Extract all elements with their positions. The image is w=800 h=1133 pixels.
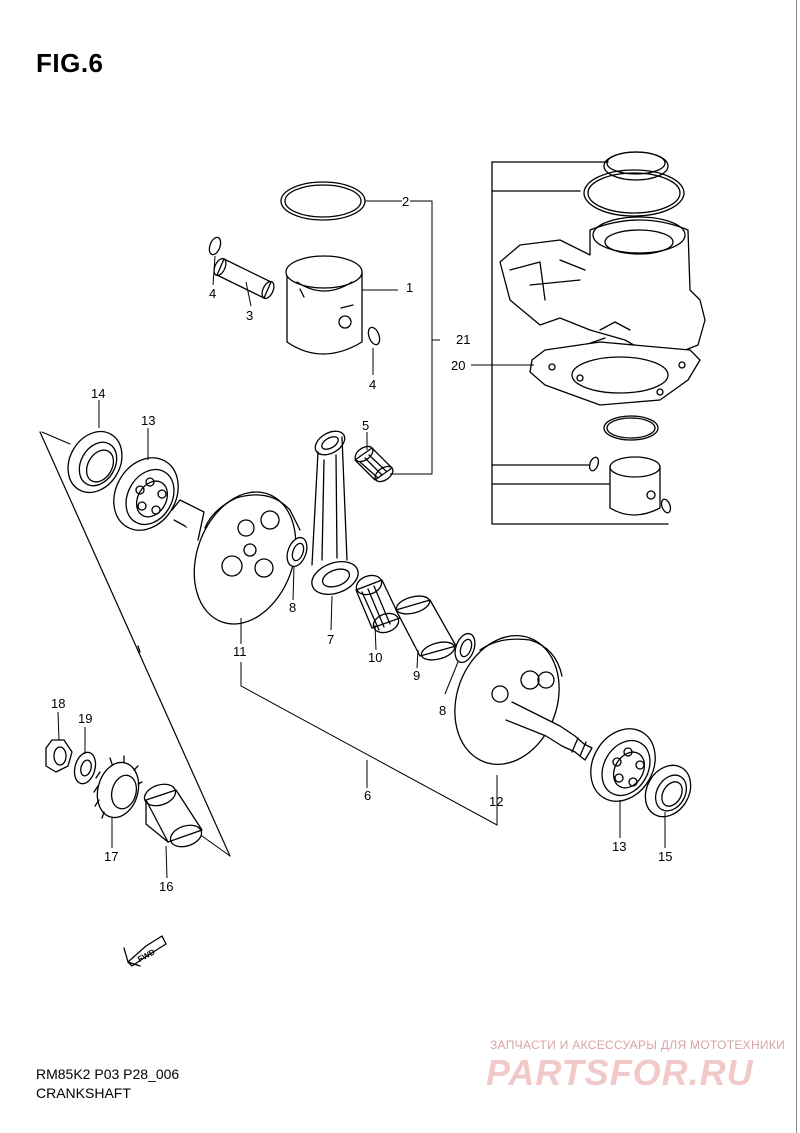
crank-half-left-part	[171, 491, 301, 625]
page-border	[796, 0, 797, 1133]
callout-20: 20	[451, 358, 465, 373]
washer-part	[73, 751, 97, 785]
callout-19: 19	[78, 711, 92, 726]
figure-code: RM85K2 P03 P28_006	[36, 1066, 180, 1082]
leader-lines	[57, 200, 666, 879]
thrust-washer-right-part	[454, 632, 476, 664]
callout-16: 16	[159, 879, 173, 894]
figure-caption: CRANKSHAFT	[36, 1085, 131, 1101]
bearing-right-part	[590, 728, 656, 802]
callout-1: 1	[406, 280, 413, 295]
callout-18: 18	[51, 696, 65, 711]
callout-11: 11	[233, 644, 247, 659]
connecting-rod-part	[311, 430, 359, 595]
circlip-upper-part	[208, 236, 222, 256]
callout-2: 2	[402, 194, 409, 209]
callout-12: 12	[489, 794, 503, 809]
oil-seal-right-part	[644, 764, 692, 818]
circlip-lower-part	[367, 326, 381, 346]
callout-17: 17	[104, 849, 118, 864]
callout-13-left: 13	[141, 413, 155, 428]
callout-14: 14	[91, 386, 105, 401]
callout-15: 15	[658, 849, 672, 864]
nut-part	[45, 739, 73, 773]
callout-8-left: 8	[289, 600, 296, 615]
callout-4-upper: 4	[209, 286, 216, 301]
callout-4-lower: 4	[369, 377, 376, 392]
thrust-washer-left-part	[286, 536, 308, 568]
bearing-left-part	[113, 457, 179, 531]
small-end-bearing-part	[354, 445, 394, 483]
oil-seal-left-part	[67, 430, 123, 494]
cylinder-kit-part	[491, 151, 706, 525]
callout-13-right: 13	[612, 839, 626, 854]
callout-6: 6	[364, 788, 371, 803]
crank-pin-part	[395, 595, 457, 661]
callout-5: 5	[362, 418, 369, 433]
assembly-axis-line	[39, 431, 231, 857]
callout-10: 10	[368, 650, 382, 665]
callout-9: 9	[413, 668, 420, 683]
piston-part	[285, 255, 363, 355]
figure-title: FIG.6	[36, 48, 104, 78]
watermark-logo: PARTSFOR.RU	[486, 1052, 754, 1093]
callout-3: 3	[246, 308, 253, 323]
piston-ring-part	[280, 181, 366, 221]
big-end-bearing-part	[355, 574, 401, 634]
spacer-part	[143, 783, 203, 848]
callout-8-right: 8	[439, 703, 446, 718]
crank-half-right-part	[454, 635, 593, 765]
fwd-arrow-icon	[123, 935, 167, 967]
callout-21: 21	[456, 332, 470, 347]
primary-gear-part	[93, 755, 143, 819]
watermark-text: ЗАПЧАСТИ И АКСЕССУАРЫ ДЛЯ МОТОТЕХНИКИ	[490, 1038, 786, 1052]
piston-pin-part	[213, 257, 275, 300]
callout-7: 7	[327, 632, 334, 647]
